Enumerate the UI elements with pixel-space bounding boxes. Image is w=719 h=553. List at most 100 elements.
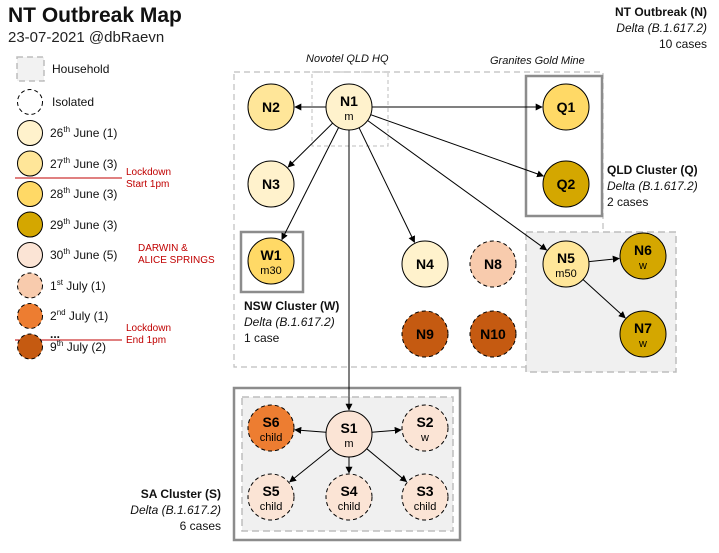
- case-node-circle: [542, 240, 590, 288]
- case-node-circle: [325, 473, 373, 521]
- case-node-detail: w: [638, 260, 647, 272]
- case-node-id: S5: [262, 483, 279, 499]
- case-node-id: N3: [262, 176, 280, 192]
- case-node-q1[interactable]: Q1: [542, 83, 590, 131]
- case-node-n7[interactable]: N7w: [619, 310, 667, 358]
- case-node-circle: [247, 237, 295, 285]
- legend-date-label: 26th June (1): [50, 125, 118, 140]
- case-node-detail: child: [414, 501, 437, 513]
- case-node-s2[interactable]: S2 w: [401, 404, 449, 452]
- case-node-circle: [401, 310, 449, 358]
- novotel-region: [311, 71, 389, 147]
- qld-cluster-count: 2 cases: [607, 195, 649, 209]
- case-node-detail: m: [344, 438, 353, 450]
- case-node-id: N5: [557, 250, 575, 266]
- case-node-id: N10: [480, 326, 506, 342]
- legend-date-label: 30th June (5): [50, 247, 118, 262]
- legend-isolated-swatch: [17, 89, 43, 115]
- edge-n1-w1: [281, 127, 340, 241]
- case-node-id: S1: [340, 420, 357, 436]
- case-node-s1[interactable]: S1 m: [325, 410, 373, 458]
- case-node-n2[interactable]: N2: [247, 83, 295, 131]
- page-title: NT Outbreak Map: [8, 4, 182, 27]
- case-node-n9[interactable]: N9: [401, 310, 449, 358]
- case-node-circle: [401, 240, 449, 288]
- legend-swatch-3: [17, 211, 43, 238]
- case-node-n1[interactable]: N1m: [325, 83, 373, 131]
- nt-outbreak-count: 10 cases: [658, 37, 707, 51]
- lockdown-end-line2: End 1pm: [126, 335, 167, 346]
- case-node-n10[interactable]: N10: [469, 310, 517, 358]
- legend-date-label: 27th June (3): [50, 155, 118, 171]
- case-node-detail: m50: [555, 268, 576, 280]
- case-node-id: N4: [416, 256, 434, 272]
- case-node-detail: child: [338, 501, 361, 513]
- legend-household-label: Household: [52, 62, 110, 76]
- case-node-n4[interactable]: N4: [401, 240, 449, 288]
- legend-date-label: 9th July (2): [50, 338, 107, 354]
- lockdown-end-line1: Lockdown: [126, 323, 172, 334]
- sa-cluster-label: SA Cluster (S) Delta (B.1.617.2) 6 cases: [130, 486, 221, 534]
- sa-cluster-variant: Delta (B.1.617.2): [130, 503, 221, 517]
- case-node-s5[interactable]: S5 child: [247, 473, 295, 521]
- case-node-circle: [247, 404, 295, 452]
- case-node-circle: [401, 404, 449, 452]
- nsw-cluster-name: NSW Cluster (W): [244, 299, 340, 313]
- case-node-detail: w: [420, 432, 429, 444]
- case-node-circle: [542, 83, 590, 131]
- edge-n1-n4: [358, 127, 415, 244]
- edge-s1-s3: [366, 448, 408, 483]
- sa-cluster-name: SA Cluster (S): [140, 487, 221, 501]
- case-node-circle: [247, 83, 295, 131]
- case-node-circle: [469, 310, 517, 358]
- case-node-id: Q2: [557, 176, 576, 192]
- case-node-id: N1: [340, 93, 358, 109]
- case-node-circle: [325, 83, 373, 131]
- qld-cluster-variant: Delta (B.1.617.2): [607, 179, 698, 193]
- nsw-cluster-box: [239, 230, 305, 294]
- legend-swatch-6: [17, 303, 43, 329]
- edge-s1-s5: [289, 448, 332, 483]
- case-node-id: S3: [416, 483, 433, 499]
- sa-cluster-box: [232, 386, 462, 542]
- legend-date-label: 28th June (3): [50, 186, 118, 201]
- legend-swatch-5: [17, 272, 43, 299]
- case-node-id: S2: [416, 414, 433, 430]
- nsw-cluster-variant: Delta (B.1.617.2): [244, 315, 335, 329]
- case-node-circle: [619, 310, 667, 358]
- case-node-n3[interactable]: N3: [247, 160, 295, 208]
- case-node-n8[interactable]: N8: [469, 240, 517, 288]
- case-node-id: Q1: [557, 99, 576, 115]
- case-node-circle: [542, 160, 590, 208]
- case-node-id: W1: [261, 247, 282, 263]
- sa-cluster-count: 6 cases: [179, 519, 221, 533]
- edge-s1-s6: [294, 426, 327, 434]
- edge-s1-s2: [371, 426, 402, 434]
- case-node-id: N6: [634, 242, 652, 258]
- n-household-region: [233, 71, 604, 368]
- qld-cluster-name: QLD Cluster (Q): [607, 163, 698, 177]
- nt-outbreak-name: NT Outbreak (N): [614, 5, 707, 19]
- legend-isolated-label: Isolated: [52, 95, 95, 109]
- case-node-q2[interactable]: Q2: [542, 160, 590, 208]
- case-node-n6[interactable]: N6 w: [619, 232, 667, 280]
- granites-label: Granites Gold Mine: [490, 55, 585, 67]
- page-subtitle: 23-07-2021 @dbRaevn: [8, 29, 165, 46]
- legend-swatch-1: [17, 150, 43, 177]
- case-node-s3[interactable]: S3 child: [401, 473, 449, 521]
- case-node-detail: child: [260, 501, 283, 513]
- legend-date-label: 1st July (1): [50, 277, 106, 293]
- case-node-circle: [401, 473, 449, 521]
- case-node-id: N7: [634, 320, 652, 336]
- edge-n1-q2: [370, 114, 545, 178]
- case-node-id: N8: [484, 256, 502, 272]
- legend-date-label: 2nd July (1): [50, 308, 109, 323]
- novotel-label: Novotel QLD HQ: [306, 53, 389, 65]
- legend-swatch-2: [17, 181, 43, 207]
- nt-outbreak-summary: NT Outbreak (N) Delta (B.1.617.2) 10 cas…: [615, 4, 707, 52]
- lockdown-start-note: Lockdown Start 1pm: [126, 167, 171, 191]
